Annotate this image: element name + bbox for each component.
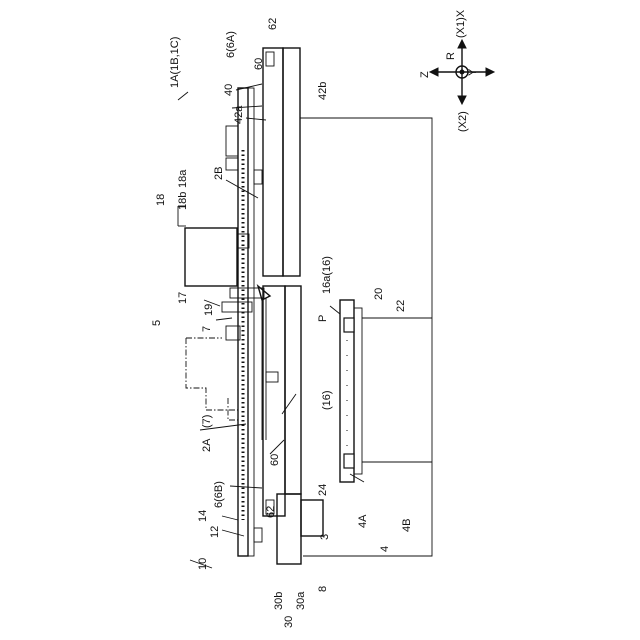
axis-label-y: Y <box>467 68 479 76</box>
label-18b: 18b <box>177 192 189 210</box>
label-60-right: 60 <box>253 58 265 70</box>
clamp-24 <box>344 454 354 468</box>
base-30-block <box>277 494 301 564</box>
axis-label-x-neg: (X2) <box>457 111 469 132</box>
bracket-right <box>226 158 238 170</box>
bracket-left <box>226 126 238 156</box>
label-30: 30 <box>283 616 295 628</box>
label-7-paren: (7) <box>201 415 213 428</box>
plate-42a <box>263 48 283 276</box>
label-62-right: 62 <box>267 18 279 30</box>
label-42a: 42a <box>233 105 245 124</box>
label-6a: 6(6A) <box>225 31 237 58</box>
label-30a: 30a <box>295 591 307 610</box>
label-6b: 6(6B) <box>213 481 225 508</box>
label-18a: 18a <box>177 169 189 188</box>
label-p: P <box>317 315 329 322</box>
head-18 <box>185 228 237 286</box>
unit-5-phantom <box>186 338 240 410</box>
table-inner <box>354 308 362 474</box>
actuator-3-box <box>301 500 323 536</box>
label-42b: 42b <box>317 82 329 100</box>
label-60-left: 60 <box>269 454 281 466</box>
stage-6a-pad <box>266 52 274 66</box>
axis-label-r: R <box>445 52 457 60</box>
label-5: 5 <box>151 320 163 326</box>
label-7: 7 <box>201 326 213 332</box>
label-4b: 4B <box>401 519 413 532</box>
label-12: 12 <box>209 526 221 538</box>
label-apparatus: 1A(1B,1C) <box>169 37 181 88</box>
label-62-left: 62 <box>265 506 277 518</box>
sheet-60-left <box>285 286 301 494</box>
axis-label-x-pos: (X1)X <box>455 9 467 38</box>
label-22: 22 <box>395 300 407 312</box>
plate-42b <box>283 48 300 276</box>
slider-block-2 <box>254 528 262 542</box>
label-4: 4 <box>379 546 391 552</box>
label-16a: 16a(16) <box>321 256 333 294</box>
axis-label-z: Z <box>419 71 431 78</box>
label-24: 24 <box>317 484 329 496</box>
label-4a: 4A <box>357 514 369 528</box>
label-10: 10 <box>197 558 209 570</box>
label-20: 20 <box>373 288 385 300</box>
clamp-20 <box>344 318 354 332</box>
label-30b: 30b <box>273 592 285 610</box>
label-40: 40 <box>223 84 235 96</box>
label-16-paren: (16) <box>321 390 333 410</box>
axis-symbol <box>430 40 494 104</box>
label-3: 3 <box>319 534 331 540</box>
label-8: 8 <box>317 586 329 592</box>
slider-block <box>254 170 262 184</box>
label-2a: 2A <box>201 438 213 452</box>
label-17: 17 <box>177 292 189 304</box>
label-14: 14 <box>197 510 209 522</box>
rail-12 <box>248 88 254 556</box>
label-19: 19 <box>203 304 215 316</box>
label-2b: 2B <box>213 167 225 180</box>
label-18: 18 <box>155 194 167 206</box>
column-holder <box>266 372 278 382</box>
